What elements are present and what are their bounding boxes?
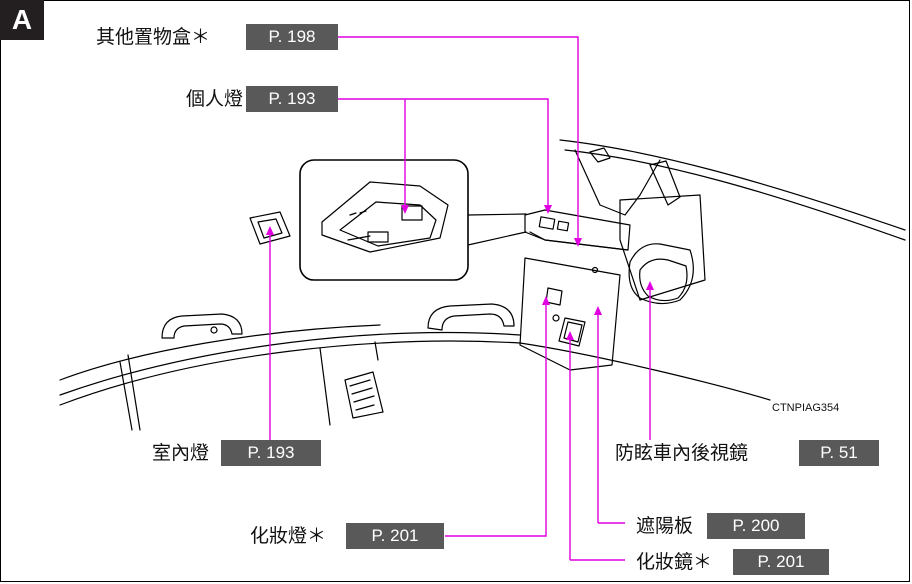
sun-visor-label: 遮陽板 bbox=[636, 515, 694, 537]
image-code: CTNPIAG354 bbox=[772, 402, 840, 414]
personal-light-page-ref[interactable]: P. 193 bbox=[246, 86, 338, 112]
vanity-light-label: 化妝燈＊ bbox=[250, 525, 327, 547]
leader-lines bbox=[269, 36, 651, 561]
vanity-light-shape bbox=[545, 287, 563, 306]
leader-arrowheads bbox=[266, 205, 654, 340]
sun-visor-page-ref[interactable]: P. 200 bbox=[707, 513, 805, 539]
dome-light-shape bbox=[249, 211, 291, 245]
storage-box-page-ref[interactable]: P. 198 bbox=[246, 24, 338, 50]
personal-light-label: 個人燈 bbox=[186, 88, 244, 110]
storage-box-label: 其他置物盒＊ bbox=[96, 26, 211, 48]
vanity-mirror-shape bbox=[558, 317, 586, 347]
windshield-clip bbox=[589, 147, 611, 163]
vanity-light-page-ref[interactable]: P. 201 bbox=[346, 523, 444, 549]
antiglare-mirror-label: 防眩車內後視鏡 bbox=[615, 442, 749, 464]
section-badge: A bbox=[0, 0, 44, 40]
vanity-mirror-page-ref[interactable]: P. 201 bbox=[733, 549, 829, 575]
interior-light-page-ref[interactable]: P. 193 bbox=[221, 440, 321, 466]
vanity-mirror-label: 化妝鏡＊ bbox=[636, 551, 713, 573]
interior-light-label: 室內燈 bbox=[152, 442, 210, 464]
antiglare-mirror-page-ref[interactable]: P. 51 bbox=[799, 440, 879, 466]
